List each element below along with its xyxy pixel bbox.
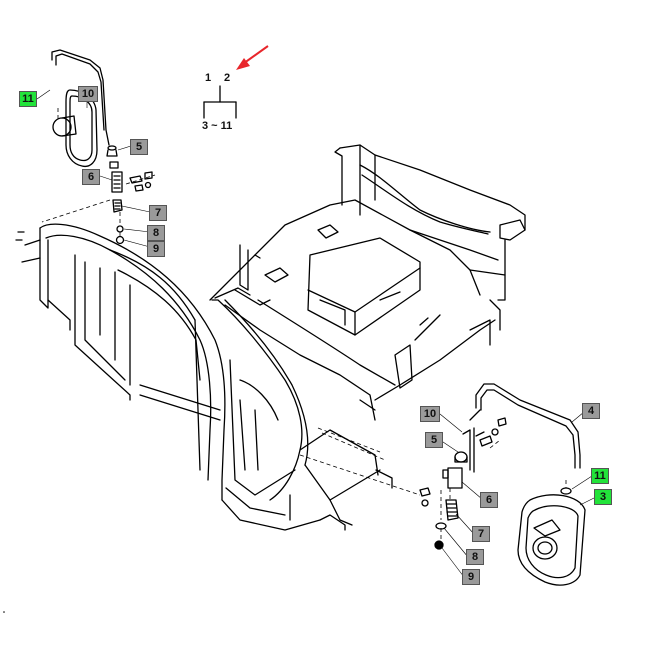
rear-panel <box>334 144 526 331</box>
tree-label-1: 1 <box>205 72 212 84</box>
callout-6-top: 6 <box>82 169 100 185</box>
callout-11-bottom: 11 <box>591 468 609 484</box>
tree-label-3-11: 3 ~ 11 <box>202 120 233 132</box>
mirror-assembly-bottom <box>419 383 586 586</box>
callout-5-top: 5 <box>130 139 148 155</box>
callout-11-top: 11 <box>19 91 37 107</box>
callout-8-top: 8 <box>147 225 165 241</box>
tree-lines <box>203 85 237 119</box>
callout-3-bottom: 3 <box>594 489 612 505</box>
callout-7-top: 7 <box>149 205 167 221</box>
fender-frame <box>21 223 393 531</box>
mirror-assembly-top <box>51 49 123 213</box>
callout-leaders <box>36 89 597 578</box>
callout-10-top: 10 <box>78 86 98 102</box>
callout-7-bottom: 7 <box>472 526 490 542</box>
floor-body <box>209 199 496 421</box>
callout-4-bottom: 4 <box>582 403 600 419</box>
callout-5-bottom: 5 <box>425 432 443 448</box>
stray-dot <box>3 611 5 613</box>
tree-label-2: 2 <box>224 72 231 84</box>
callout-6-bottom: 6 <box>480 492 498 508</box>
leader-lines <box>41 108 567 540</box>
pointer-arrow <box>236 45 269 70</box>
callout-8-bottom: 8 <box>466 549 484 565</box>
callout-10-bottom: 10 <box>420 406 440 422</box>
hardware-top <box>15 171 153 245</box>
callout-9-top: 9 <box>147 241 165 257</box>
callout-9-bottom: 9 <box>462 569 480 585</box>
